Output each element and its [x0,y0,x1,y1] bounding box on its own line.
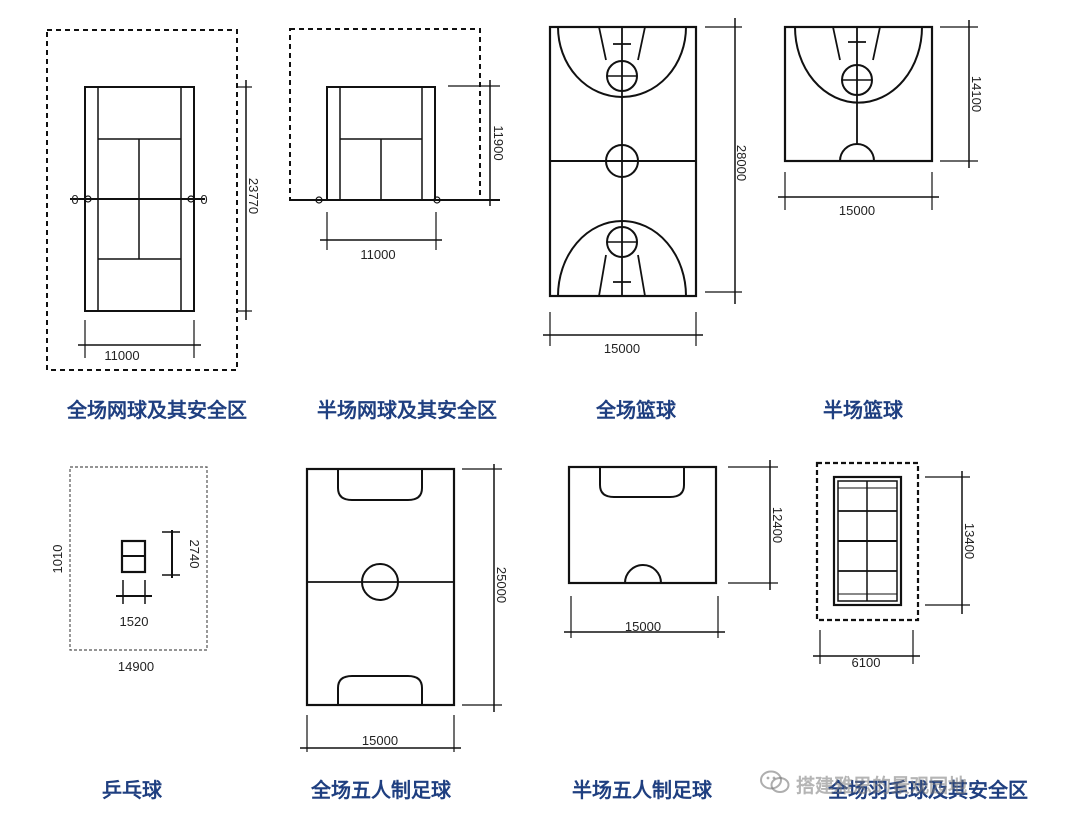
caption-badminton: 全场羽毛球及其安全区 [828,778,1028,802]
table-tennis-table-width-label: 1520 [120,614,149,629]
watermark: 搭建雅思的景观园地 [760,766,1060,802]
full-futsal-height-label: 25000 [494,567,509,603]
table-tennis-area [69,466,208,651]
safety-zone-outline [46,29,238,371]
caption-full-tennis: 全场网球及其安全区 [67,398,247,422]
badminton-width-label: 6100 [852,655,881,670]
half-futsal-height-label: 12400 [770,507,785,543]
badminton-court [813,461,970,664]
table-tennis-outer-height-label: 1010 [50,545,65,574]
full-futsal-pitch [300,464,502,752]
safety-zone-outline [289,28,481,201]
net-post-left-label: 0 [71,192,78,207]
badminton-height-label: 13400 [962,523,977,559]
table-tennis-table-height-label: 2740 [187,540,202,569]
full-tennis-width-label: 11000 [104,348,139,363]
wechat-icon [760,769,790,799]
caption-full-basketball: 全场篮球 [596,398,676,422]
net-post-right-label: 0 [200,192,207,207]
table-tennis-outer-width-label: 14900 [118,659,154,674]
half-basketball-height-label: 14100 [969,76,984,112]
full-basketball-width-label: 15000 [604,341,640,356]
caption-half-tennis: 半场网球及其安全区 [317,398,497,422]
pitch-outline [567,465,718,585]
half-tennis-court [289,28,500,250]
full-futsal-width-label: 15000 [362,733,398,748]
caption-full-futsal: 全场五人制足球 [311,778,451,802]
watermark-text: 搭建雅思的景观园地 [796,774,968,797]
caption-half-futsal: 半场五人制足球 [572,778,712,802]
half-futsal-pitch [564,460,778,638]
pitch-outline [305,467,456,707]
full-basketball-court [543,18,742,346]
half-tennis-width-label: 11000 [360,247,395,262]
half-tennis-height-label: 11900 [491,125,506,160]
half-futsal-width-label: 15000 [625,619,661,634]
court-outline [783,25,934,163]
full-tennis-height-label: 23770 [246,178,261,214]
caption-table-tennis: 乒乓球 [102,778,162,802]
half-basketball-width-label: 15000 [839,203,875,218]
safety-zone-outline [815,461,920,622]
court-outline [832,475,903,607]
full-tennis-court [46,29,252,371]
half-basketball-court [778,20,978,210]
full-basketball-height-label: 28000 [734,145,749,181]
caption-half-basketball: 半场篮球 [823,398,903,422]
